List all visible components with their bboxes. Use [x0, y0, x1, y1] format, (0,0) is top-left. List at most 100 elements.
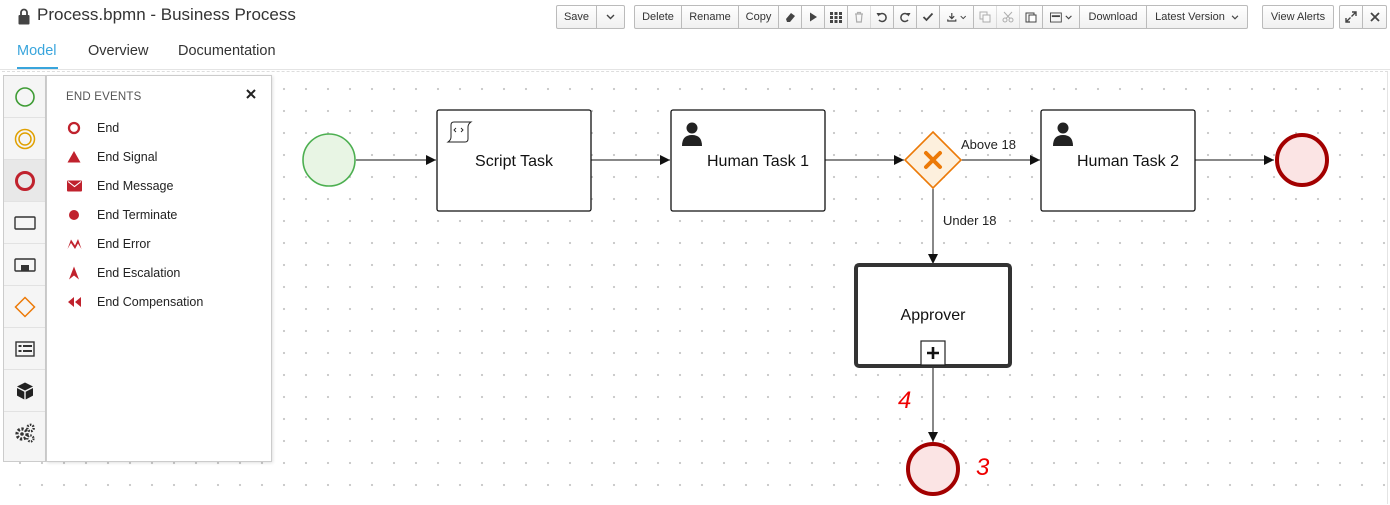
intermediate-event-icon [14, 128, 35, 149]
save-options-button[interactable] [597, 6, 624, 28]
user-icon [1053, 122, 1073, 146]
tab-model[interactable]: Model [17, 43, 57, 59]
tab-overview[interactable]: Overview [88, 43, 149, 59]
tab-divider [0, 69, 1390, 70]
flyout-item-end-terminate[interactable]: End Terminate [66, 205, 177, 225]
end-circle-icon [67, 121, 81, 135]
lock-icon [18, 8, 30, 25]
flyout-item-end-signal[interactable]: End Signal [66, 147, 157, 167]
palette-intermediate-events[interactable] [4, 118, 45, 160]
run-button[interactable] [802, 6, 825, 28]
save-group: Save [556, 5, 625, 29]
close-icon [1369, 12, 1380, 22]
script-icon [446, 121, 473, 143]
palette-gateways[interactable] [4, 286, 45, 328]
check-icon [922, 12, 934, 22]
duplicate-button[interactable] [974, 6, 997, 28]
flyout-item-end[interactable]: End [66, 118, 119, 138]
annotation-3: 3 [976, 454, 990, 481]
flyout-item-end-message[interactable]: End Message [66, 176, 173, 196]
latest-version-label: Latest Version [1155, 11, 1225, 23]
app-header: Process.bpmn - Business Process Save Del… [0, 0, 1390, 34]
view-options-button[interactable] [1043, 6, 1080, 28]
close-editor-button[interactable] [1363, 6, 1386, 28]
palette-end-events[interactable] [4, 160, 45, 202]
human-task-2-label: Human Task 2 [1077, 153, 1179, 170]
start-event[interactable] [302, 133, 356, 187]
flyout-title: END EVENTS [66, 91, 142, 103]
list-icon [1050, 12, 1062, 22]
gears-icon [14, 423, 35, 443]
rename-button[interactable]: Rename [682, 6, 739, 28]
end-compensation-icon [67, 297, 81, 307]
undo-button[interactable] [871, 6, 894, 28]
gateway-icon [13, 295, 36, 318]
end-terminate-icon [69, 210, 79, 220]
element-palette [3, 75, 46, 462]
view-alerts-button[interactable]: View Alerts [1270, 11, 1326, 23]
annotation-4: 4 [898, 387, 911, 414]
paste-icon [1025, 12, 1037, 23]
subprocess-icon [13, 257, 36, 272]
flyout-item-label: End Terminate [97, 208, 178, 222]
palette-tasks[interactable] [4, 202, 45, 244]
end-signal-icon [67, 151, 81, 163]
script-task[interactable]: Script Task [436, 109, 592, 212]
edge-label-above: Above 18 [961, 137, 1016, 152]
latest-version-dropdown[interactable]: Latest Version [1147, 6, 1247, 28]
redo-button[interactable] [894, 6, 917, 28]
paste-button[interactable] [1020, 6, 1043, 28]
tab-bar: Model Overview Documentation [0, 34, 1390, 70]
cut-button[interactable] [997, 6, 1020, 28]
flyout-item-end-escalation[interactable]: End Escalation [66, 263, 180, 283]
export-button[interactable] [940, 6, 974, 28]
flyout-item-end-compensation[interactable]: End Compensation [66, 292, 203, 312]
expand-icon [1345, 11, 1357, 23]
validate-button[interactable] [917, 6, 940, 28]
redo-icon [900, 12, 911, 23]
close-icon[interactable] [244, 87, 258, 101]
flyout-item-label: End Signal [97, 150, 158, 164]
human-task-2[interactable]: Human Task 2 [1040, 109, 1196, 212]
tab-documentation[interactable]: Documentation [178, 43, 276, 59]
delete-selection-button[interactable] [848, 6, 871, 28]
maximize-button[interactable] [1340, 6, 1363, 28]
chevron-down-icon [1231, 14, 1239, 20]
trash-icon [855, 11, 863, 23]
scissors-icon [1002, 11, 1014, 23]
grid-icon [830, 12, 842, 23]
expand-plus-icon[interactable] [920, 340, 946, 366]
end-event-bottom[interactable] [906, 442, 960, 496]
download-button[interactable]: Download [1080, 6, 1147, 28]
chevron-down-icon [1065, 14, 1072, 20]
save-button[interactable]: Save [557, 6, 597, 28]
palette-artifacts[interactable] [4, 370, 45, 412]
edit-toolbar: Delete Rename Copy [634, 5, 1248, 29]
end-events-flyout: END EVENTS End End Signal End Message En… [46, 75, 272, 462]
end-escalation-icon [69, 266, 79, 280]
script-task-label: Script Task [475, 153, 554, 170]
lane-icon [14, 340, 35, 357]
active-tab-indicator [17, 67, 58, 69]
flyout-item-label: End Escalation [97, 266, 181, 280]
copy-icon [979, 11, 991, 23]
human-task-1[interactable]: Human Task 1 [670, 109, 826, 212]
copy-button[interactable]: Copy [739, 6, 779, 28]
palette-containers[interactable] [4, 328, 45, 370]
x-mark-icon [924, 151, 942, 169]
clear-button[interactable] [779, 6, 802, 28]
palette-service-tasks[interactable] [4, 412, 45, 454]
chevron-down-icon [959, 15, 966, 19]
exclusive-gateway[interactable] [903, 130, 963, 190]
end-event-right[interactable] [1275, 133, 1329, 187]
end-error-icon [67, 239, 81, 249]
cube-icon [16, 382, 33, 399]
palette-start-events[interactable] [4, 76, 45, 118]
flyout-item-end-error[interactable]: End Error [66, 234, 151, 254]
approver-subprocess[interactable]: Approver [854, 263, 1012, 368]
delete-button[interactable]: Delete [635, 6, 682, 28]
approver-label: Approver [901, 307, 967, 324]
palette-subprocesses[interactable] [4, 244, 45, 286]
flyout-item-label: End Error [97, 237, 151, 251]
grid-button[interactable] [825, 6, 848, 28]
